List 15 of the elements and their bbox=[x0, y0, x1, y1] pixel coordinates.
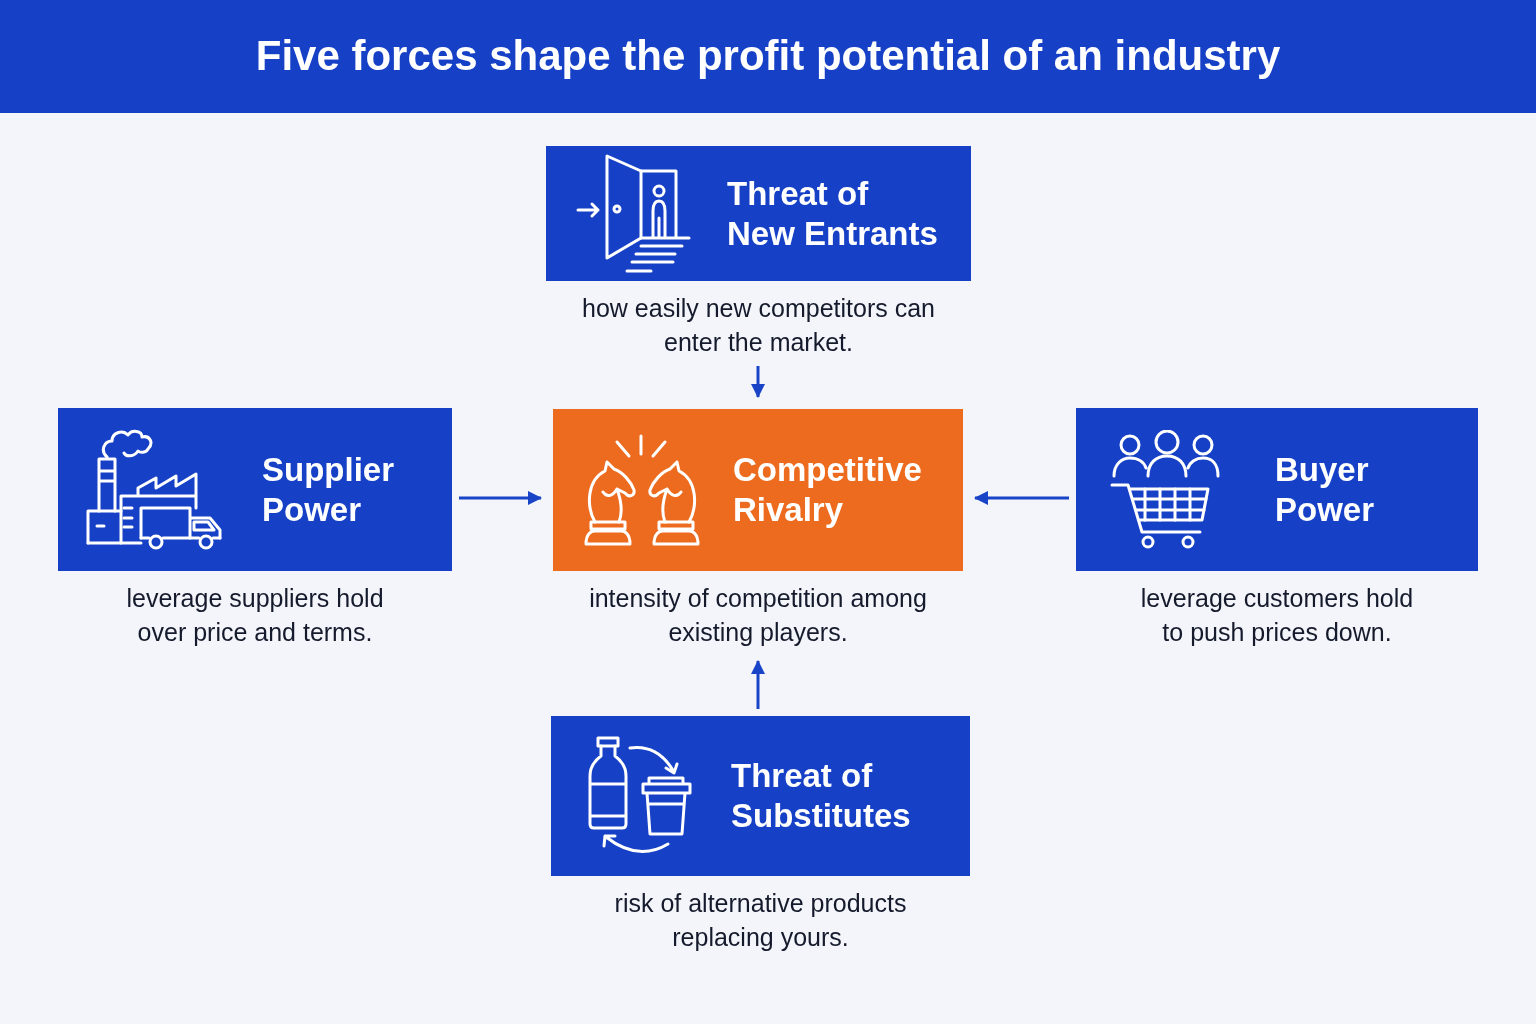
force-description: risk of alternative products replacing yours. bbox=[613, 888, 908, 953]
force-description: intensity of competition among existing players. bbox=[588, 583, 928, 648]
force-title: Competitive Rivalry bbox=[733, 450, 923, 530]
arrow bbox=[751, 366, 765, 398]
force-description: leverage suppliers hold over price and terms. bbox=[125, 583, 385, 648]
force-title: Buyer Power bbox=[1275, 449, 1376, 530]
force-title: Supplier Power bbox=[262, 449, 396, 530]
arrow bbox=[974, 491, 1069, 505]
force-title: Threat of New Entrants bbox=[727, 173, 939, 254]
force-title: Threat of Substitutes bbox=[731, 756, 912, 836]
diagram-title: Five forces shape the profit potential of an industry bbox=[255, 31, 1281, 82]
arrow bbox=[459, 491, 542, 505]
arrow bbox=[751, 660, 765, 709]
force-description: how easily new competitors can enter the market. bbox=[581, 293, 936, 358]
force-description: leverage customers hold to push prices down. bbox=[1139, 583, 1415, 648]
